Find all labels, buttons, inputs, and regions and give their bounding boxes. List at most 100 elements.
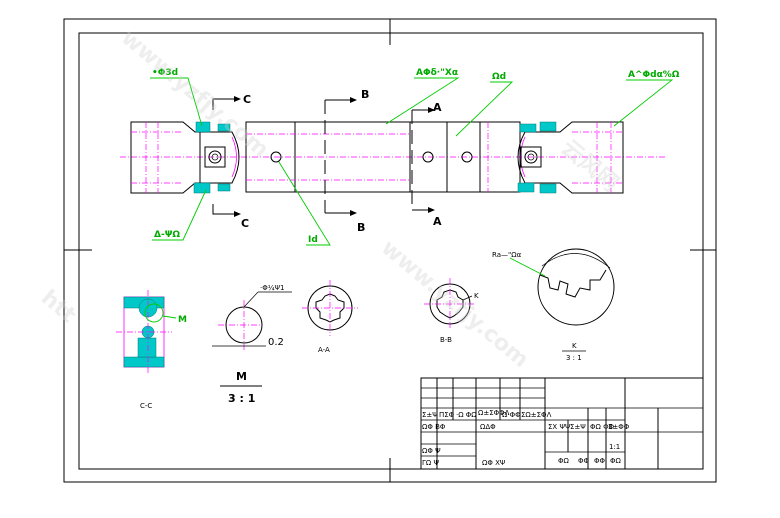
watermark-4: htt — [36, 285, 81, 328]
right-tube — [479, 121, 521, 193]
title-block-frame — [420, 377, 704, 470]
right-bearing-cap-bottom — [539, 183, 557, 194]
detail-k-body — [537, 248, 615, 326]
tb-sheet-1: ΦΩ — [558, 457, 570, 465]
arrow-c-top — [212, 98, 234, 110]
arrow-b-top-head — [350, 97, 357, 103]
tb-scale: 1:1 — [609, 443, 620, 451]
tb-sheet-2: ΦΦ — [578, 457, 590, 465]
view-cc-bottom-fill — [123, 356, 165, 368]
leader-left-top — [150, 77, 203, 127]
tb-r1-c3: ·Ω ΦΩ — [456, 411, 477, 419]
right-nut — [520, 146, 542, 168]
tb-r2-c1: ΩΦ ΒΦ — [422, 423, 446, 431]
tb-rh-2: Σ±Ψ — [570, 423, 586, 431]
left-cross-arc — [231, 136, 237, 178]
detail-m-name: M — [236, 370, 247, 383]
callouts: •Φ3d Δ-ΨΩ ΑΦδ·"Χα Ωd Α^Φdα%Ω Ιd — [150, 68, 680, 246]
section-a-label-top: A — [433, 101, 442, 114]
detail-k-arc-upper — [541, 253, 611, 269]
detail-m-leader — [162, 315, 177, 319]
right-yoke-inner — [572, 131, 623, 184]
view-aa-label: A-A — [318, 346, 330, 354]
detail-m-dimension: 0.2 — [268, 337, 284, 348]
arrow-c-top-head — [234, 96, 241, 102]
left-cross-body — [200, 131, 240, 184]
left-pin — [208, 150, 222, 164]
main-shaft-view — [120, 100, 665, 213]
right-bearing-top — [519, 123, 537, 133]
section-c-label-bottom: C — [241, 217, 249, 230]
view-bb-spline — [436, 289, 464, 319]
callout-right-top: Α^Φdα%Ω — [628, 70, 680, 80]
view-bb-label: B-B — [440, 336, 452, 344]
tb-r1-c5: Ω·ΦΦ — [502, 411, 521, 419]
callout-center-right: Ωd — [492, 72, 506, 82]
section-a-label-bottom: A — [433, 215, 442, 228]
right-bearing-cap-top — [539, 121, 557, 132]
section-b-label-top: B — [361, 88, 369, 101]
left-bearing-cap-top — [217, 123, 231, 132]
leader-center-top — [385, 77, 460, 125]
tb-sheet-4: ΦΩ — [610, 457, 622, 465]
leader-center-bottom — [278, 161, 331, 246]
title-block: Σ±Ψ ΠΣΦ ·Ω ΦΩ Ω±ΣΦΦΛ Ω·ΦΦ ΣΩ±ΣΦΛ ΩΦ ΒΦ Ω… — [420, 377, 704, 470]
tb-r3-c1: ΩΦ Ψ — [422, 447, 441, 455]
left-yoke-inner — [131, 131, 183, 184]
right-bearing-bottom — [517, 182, 535, 193]
inner-frame — [78, 32, 704, 470]
view-cc: M C-C — [116, 290, 187, 410]
arrow-a-top-head — [428, 107, 435, 113]
detail-m-dim-leader — [243, 291, 259, 308]
callout-left-bottom: Δ-ΨΩ — [154, 230, 180, 240]
detail-k-name: K — [572, 342, 577, 350]
arrow-c-bottom-head — [234, 211, 241, 217]
detail-k: Ra—"Ωα K 3 : 1 — [492, 248, 615, 362]
view-cc-shaft — [137, 337, 157, 358]
detail-k-profile — [539, 269, 607, 298]
leader-right-top — [613, 79, 674, 127]
detail-m: ·Φ¼Ψ1 0.2 M 3 : 1 — [212, 284, 292, 405]
tb-r1-c2: ΠΣΦ — [439, 411, 455, 419]
left-nut — [204, 146, 226, 168]
left-bearing-cap-bottom — [217, 183, 231, 192]
callout-center-top: ΑΦδ·"Χα — [416, 68, 458, 78]
detail-m-note: ·Φ¼Ψ1 — [260, 284, 284, 292]
sleeve-hole-1 — [422, 151, 434, 163]
section-b-label-bottom: B — [357, 221, 365, 234]
tb-r2-c2: ΩΔΦ — [480, 423, 496, 431]
tb-r1-c4: Ω±ΣΦΦΛ — [478, 409, 510, 417]
shaft-hole-left — [270, 151, 282, 163]
view-cc-label: C-C — [140, 402, 152, 410]
detail-k-note-leader — [509, 257, 546, 277]
section-markers: C C B B A A — [212, 88, 442, 234]
arrow-b-bottom-head — [350, 210, 357, 216]
view-aa: A-A — [302, 280, 358, 354]
detail-m-circle — [144, 303, 164, 323]
section-c-label-top: C — [243, 93, 251, 106]
right-yoke-outline — [555, 121, 624, 194]
left-pin-inner — [211, 153, 219, 161]
detail-k-scale: 3 : 1 — [566, 354, 582, 362]
left-yoke-outline — [130, 121, 201, 194]
right-pin-inner — [527, 153, 535, 161]
detail-k-note: Ra—"Ωα — [492, 251, 522, 259]
view-bb-k-marker: K — [474, 292, 479, 300]
view-bb: K B-B — [424, 278, 479, 344]
view-bb-k-leader — [462, 295, 473, 301]
leader-center-right — [455, 81, 514, 137]
arrow-a-bottom-head — [428, 207, 435, 213]
tb-rh-4: Σ±ΦΦ — [608, 423, 630, 431]
right-pin — [524, 150, 538, 164]
tb-sheet-3: ΦΦ — [594, 457, 606, 465]
detail-m-scale: 3 : 1 — [228, 392, 255, 405]
left-bearing-bottom — [193, 182, 211, 194]
sleeve-hole-2 — [461, 151, 473, 163]
tb-rh-3: ΦΩ ΦΦ — [590, 423, 615, 431]
arrow-c-bottom — [212, 204, 234, 215]
callout-left-top: •Φ3d — [152, 68, 178, 78]
tb-r4-c1: ΓΩ Ψ — [422, 459, 439, 467]
left-bearing-top — [195, 121, 211, 133]
tb-r4-c2: ΩΦ ΧΨ — [482, 459, 506, 467]
